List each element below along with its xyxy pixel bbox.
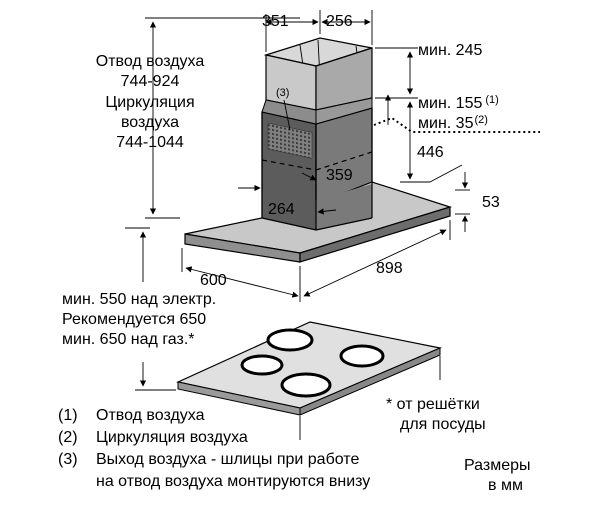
callout-3-label: (3) [276,87,289,99]
label-min-155: мин. 155(1) [418,94,499,112]
legend-text-2: Циркуляция воздуха [96,429,248,446]
dimension-labels: 351 256 мин. 245 мин. 155(1) мин. 35(2) … [200,13,500,289]
label-600: 600 [200,272,227,289]
units-line-1: Размеры [464,457,531,474]
burner-back-right [339,344,385,368]
legend-num-1: (1) [58,407,78,424]
legend-num-3: (3) [58,451,78,468]
mount-line-3: мин. 650 над газ.* [62,331,195,348]
label-898: 898 [376,260,403,277]
legend-num-2: (2) [58,429,78,446]
exhaust-range: 744-924 [121,73,180,90]
exhaust-label: Отвод воздуха [96,53,205,70]
cooktop [176,321,443,416]
label-351: 351 [262,13,289,30]
label-53: 53 [482,194,500,211]
height-range-labels: Отвод воздуха 744-924 Циркуляция воздуха… [96,53,205,151]
recirc-label: Циркуляция [105,94,194,111]
legend-text-4: на отвод воздуха монтируются внизу [96,473,370,490]
units-note: Размеры в мм [464,457,531,494]
mount-line-1: мин. 550 над электр. [62,291,216,308]
recirc-label-2: воздуха [121,114,179,131]
grille-note-line-1: * от решётки [386,396,480,413]
dimension-lines [125,10,540,440]
recirc-range: 744-1044 [116,134,184,151]
air-outlet-slots [267,122,313,159]
label-min-35: мин. 35(2) [418,114,488,132]
label-min-245: мин. 245 [418,42,482,59]
burner-front-left [240,354,284,376]
mount-line-2: Рекомендуется 650 [62,311,206,328]
mounting-distance-labels: мин. 550 над электр. Рекомендуется 650 м… [62,291,216,348]
label-256: 256 [326,13,353,30]
burner-back-left [266,328,314,352]
label-359: 359 [326,167,353,184]
label-446: 446 [417,144,444,161]
grille-note: * от решётки для посуды [386,396,486,433]
label-264: 264 [268,201,295,218]
units-line-2: в мм [488,477,523,494]
burner-front-right [280,372,332,398]
legend-text-1: Отвод воздуха [96,407,205,424]
grille-note-line-2: для посуды [400,416,486,433]
legend: (1) Отвод воздуха (2) Циркуляция воздуха… [58,407,370,490]
legend-text-3: Выход воздуха - шлицы при работе [96,451,359,468]
